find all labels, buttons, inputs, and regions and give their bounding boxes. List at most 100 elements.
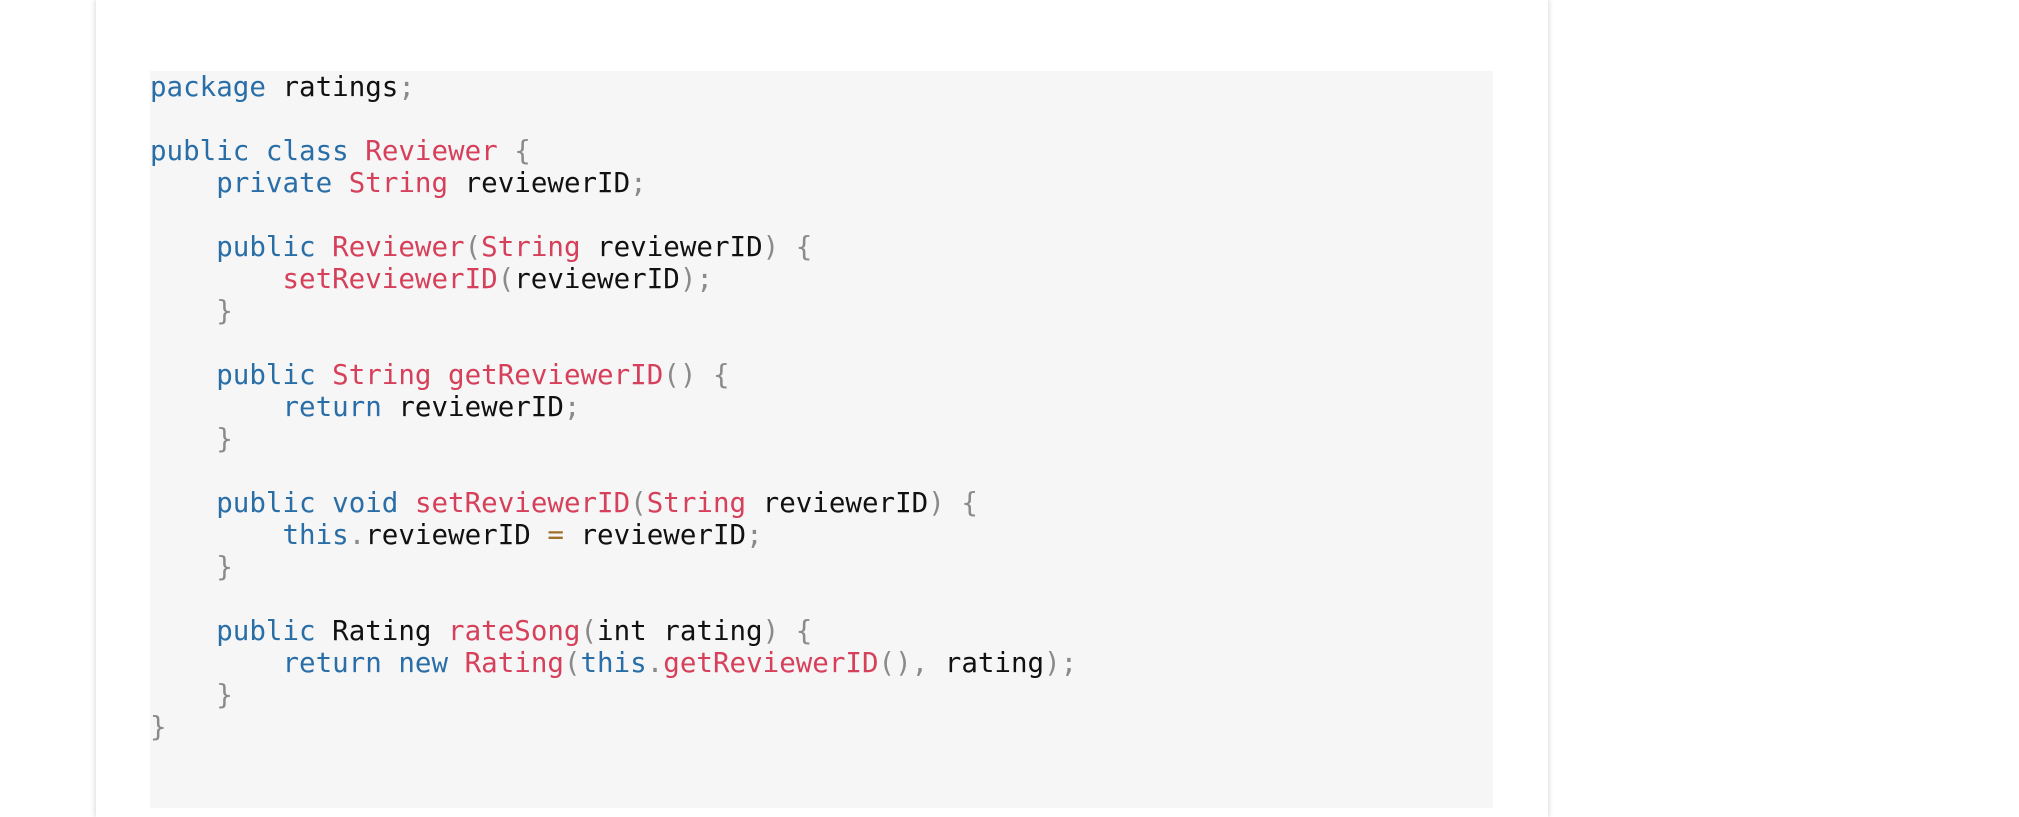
- code-token: [316, 359, 333, 391]
- code-token: public: [216, 487, 316, 519]
- code-token: reviewerID: [448, 167, 631, 199]
- code-line: setReviewerID(reviewerID);: [150, 263, 1077, 295]
- code-token: (): [663, 359, 697, 391]
- code-token: }: [216, 423, 233, 455]
- code-token: getReviewerID: [663, 647, 879, 679]
- code-line: [150, 199, 1077, 231]
- code-token: [150, 359, 216, 391]
- code-token: reviewerID: [365, 519, 548, 551]
- code-token: ratings: [265, 71, 399, 103]
- code-token: (: [563, 647, 581, 679]
- code-token: String: [332, 359, 432, 391]
- code-token: this: [580, 647, 647, 679]
- code-token: [150, 423, 216, 455]
- code-token: rateSong: [448, 615, 581, 647]
- code-token: [150, 487, 216, 519]
- code-token: [779, 615, 796, 647]
- code-token: );: [1044, 647, 1078, 679]
- code-line: }: [150, 295, 1077, 327]
- code-line: package ratings;: [150, 71, 1077, 103]
- code-token: [150, 615, 216, 647]
- code-token: public: [216, 359, 316, 391]
- code-token: String: [481, 231, 581, 263]
- code-token: [150, 167, 216, 199]
- code-line: public Rating rateSong(int rating) {: [150, 615, 1077, 647]
- code-line: [150, 583, 1077, 615]
- code-token: [316, 231, 333, 263]
- code-token: [150, 231, 216, 263]
- code-token: [696, 359, 713, 391]
- code-token: (: [630, 487, 647, 519]
- code-line: }: [150, 423, 1077, 455]
- code-token: reviewerID: [514, 263, 680, 295]
- code-token: }: [216, 551, 233, 583]
- code-token: );: [679, 263, 713, 295]
- code-token: (: [464, 231, 482, 263]
- code-token: private: [216, 167, 333, 199]
- code-token: {: [961, 487, 978, 519]
- code-token: public: [216, 231, 316, 263]
- code-token: rating: [928, 647, 1045, 679]
- code-token: setReviewerID: [282, 263, 498, 295]
- code-token: return: [282, 647, 382, 679]
- page-card: package ratings; public class Reviewer {…: [96, 0, 1548, 817]
- code-token: [150, 679, 216, 711]
- code-line: return new Rating(this.getReviewerID(), …: [150, 647, 1077, 679]
- code-token: .: [646, 647, 664, 679]
- code-token: this: [282, 519, 349, 551]
- code-token: [431, 359, 448, 391]
- code-token: [150, 647, 282, 679]
- code-token: [249, 135, 266, 167]
- code-line: }: [150, 711, 1077, 743]
- code-token: public: [216, 615, 316, 647]
- code-token: String: [348, 167, 449, 199]
- code-token: int rating: [597, 615, 763, 647]
- code-token: }: [216, 679, 233, 711]
- code-token: }: [216, 295, 233, 327]
- code-line: [150, 327, 1077, 359]
- code-token: [448, 647, 465, 679]
- code-line: public String getReviewerID() {: [150, 359, 1077, 391]
- code-token: [150, 263, 282, 295]
- code-token: ;: [398, 71, 415, 103]
- code-block: package ratings; public class Reviewer {…: [150, 71, 1493, 808]
- code-token: [150, 519, 282, 551]
- code-token: ): [762, 231, 780, 263]
- code-token: =: [547, 519, 564, 551]
- code-line: }: [150, 679, 1077, 711]
- code-token: new: [398, 647, 449, 679]
- code-line: this.reviewerID = reviewerID;: [150, 519, 1077, 551]
- code-token: return: [282, 391, 382, 423]
- code-token: [398, 487, 415, 519]
- code-line: [150, 103, 1077, 135]
- code-token: ;: [746, 519, 763, 551]
- code-token: ): [762, 615, 780, 647]
- code-line: public Reviewer(String reviewerID) {: [150, 231, 1077, 263]
- code-line: }: [150, 551, 1077, 583]
- code-line: public void setReviewerID(String reviewe…: [150, 487, 1077, 519]
- code-line: public class Reviewer {: [150, 135, 1077, 167]
- code-token: Rating: [464, 647, 564, 679]
- code-token: void: [332, 487, 399, 519]
- code-line: [150, 455, 1077, 487]
- code-token: reviewerID: [580, 231, 763, 263]
- code-token: {: [514, 135, 531, 167]
- code-line: return reviewerID;: [150, 391, 1077, 423]
- code-token: (: [497, 263, 515, 295]
- code-token: class: [265, 135, 349, 167]
- code-listing: package ratings; public class Reviewer {…: [150, 71, 1077, 743]
- code-token: String: [646, 487, 747, 519]
- code-token: Reviewer: [365, 135, 498, 167]
- code-token: setReviewerID: [414, 487, 631, 519]
- code-token: ;: [630, 167, 647, 199]
- code-token: {: [795, 615, 813, 647]
- code-token: [779, 231, 796, 263]
- code-line: private String reviewerID;: [150, 167, 1077, 199]
- code-token: [316, 487, 333, 519]
- code-token: Rating: [315, 615, 449, 647]
- code-token: reviewerID: [381, 391, 564, 423]
- code-token: Reviewer: [332, 231, 465, 263]
- code-token: public: [150, 135, 250, 167]
- code-token: package: [150, 71, 266, 103]
- code-token: }: [150, 711, 167, 743]
